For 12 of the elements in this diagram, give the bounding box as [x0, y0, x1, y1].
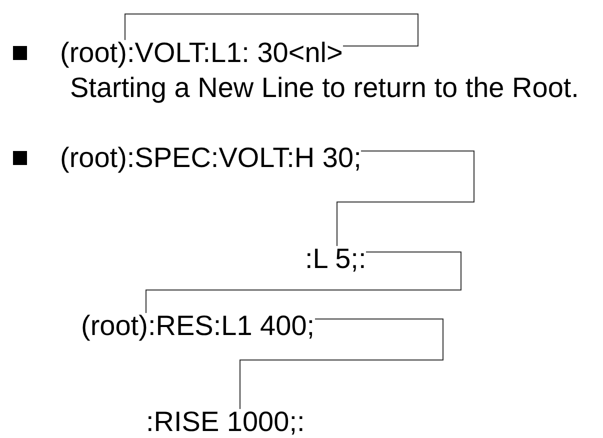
command-text: :RES:L1 400; — [148, 311, 315, 341]
command-text: :L 5;: — [305, 244, 366, 274]
command-text: (root) — [81, 311, 148, 341]
command-text: :RISE 1000;: — [146, 407, 305, 437]
command-text: (root):SPEC:VOLT:H 30; — [60, 143, 362, 173]
note-text: Starting a New Line to return to the Root. — [70, 73, 579, 103]
connector-line — [336, 150, 474, 246]
connector-line — [124, 14, 418, 46]
command-text: :VOLT:L1: 30<nl> — [127, 38, 343, 68]
command-text: (root) — [60, 38, 127, 68]
connector-line — [146, 252, 462, 314]
connector-line — [240, 318, 444, 410]
